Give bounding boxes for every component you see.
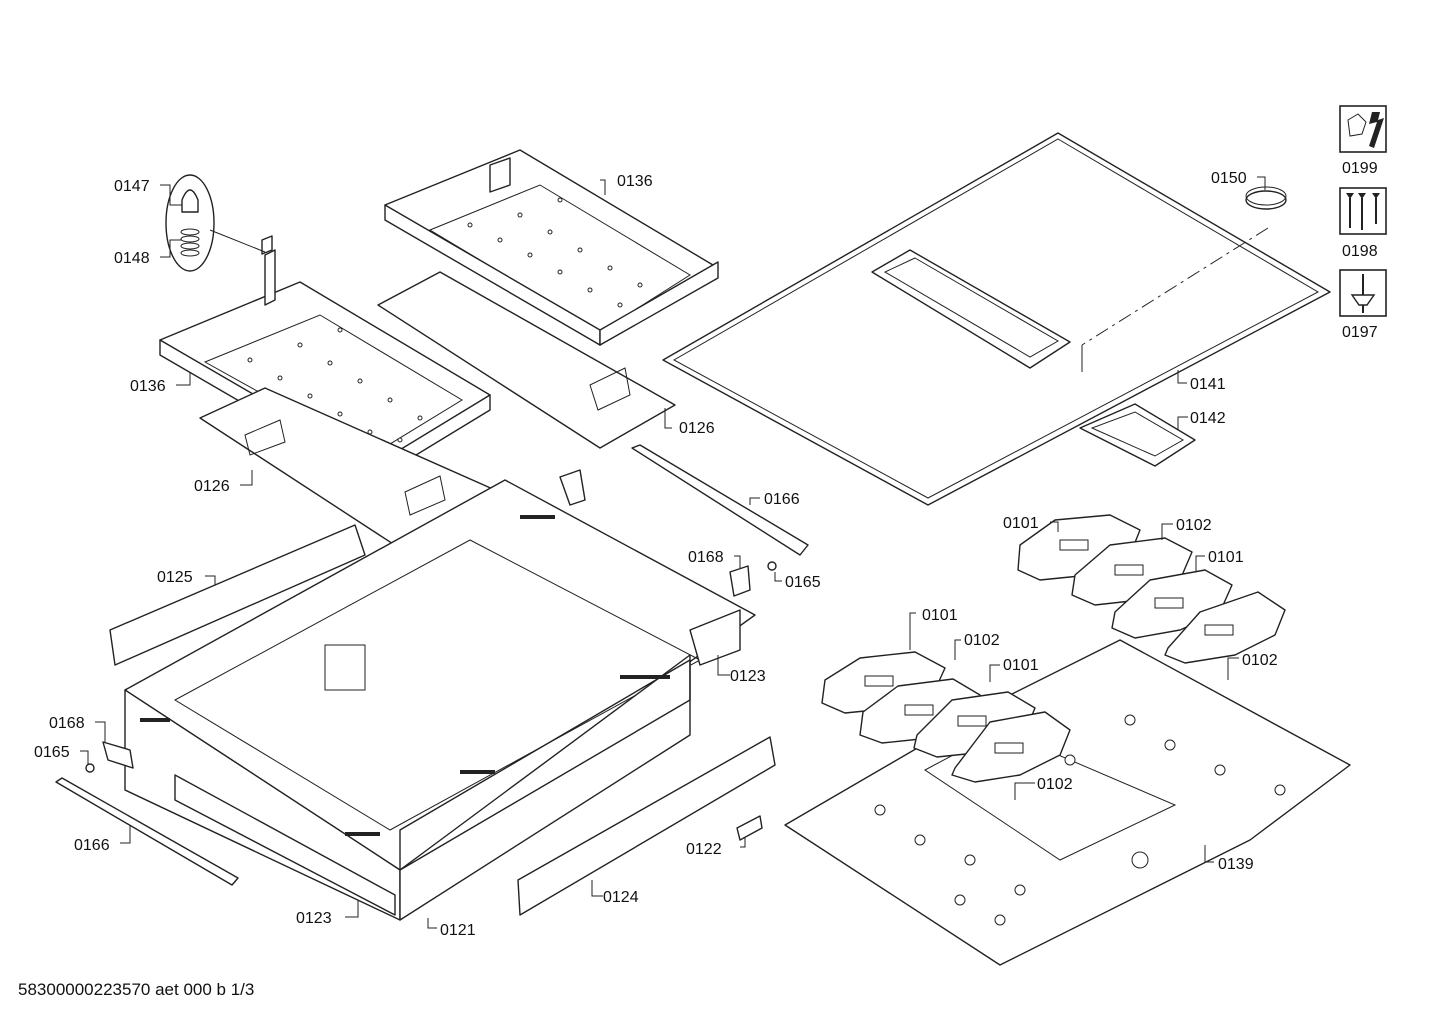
- induction-coil-8[interactable]: [951, 711, 1071, 783]
- callout-0101-b: 0101: [1208, 549, 1244, 566]
- callout-0142: 0142: [1190, 410, 1226, 427]
- housing-frame[interactable]: [124, 479, 756, 921]
- callout-0150: 0150: [1211, 170, 1247, 187]
- callout-0102-a: 0102: [1176, 517, 1212, 534]
- callout-0125: 0125: [157, 569, 193, 586]
- callout-0123-front: 0123: [296, 910, 332, 927]
- callout-0102-c: 0102: [964, 632, 1000, 649]
- cap-part[interactable]: [1245, 186, 1287, 210]
- callout-0147: 0147: [114, 178, 150, 195]
- callout-0148: 0148: [114, 250, 150, 267]
- side-rail-right[interactable]: [517, 736, 776, 916]
- callout-0166-left: 0166: [74, 837, 110, 854]
- screw-0165-right[interactable]: [767, 561, 777, 571]
- screwdriver-icon: [1339, 269, 1387, 317]
- clip-0168-right[interactable]: [729, 565, 751, 597]
- rod-0166-left[interactable]: [55, 777, 239, 886]
- rod-0166-right[interactable]: [631, 444, 809, 556]
- callout-0101-d: 0101: [1003, 657, 1039, 674]
- callout-0165-right: 0165: [785, 574, 821, 591]
- callout-0126-right: 0126: [679, 420, 715, 437]
- clip-0168-left[interactable]: [102, 741, 134, 769]
- bracket-right[interactable]: [689, 609, 741, 666]
- callout-0126-left: 0126: [194, 478, 230, 495]
- callout-0101-c: 0101: [922, 607, 958, 624]
- callout-0139: 0139: [1218, 856, 1254, 873]
- callout-0165-left: 0165: [34, 744, 70, 761]
- tool-code-0198: 0198: [1342, 243, 1378, 260]
- callout-0141: 0141: [1190, 376, 1226, 393]
- screws-icon: [1339, 187, 1387, 235]
- seal-frame[interactable]: [1079, 403, 1196, 467]
- callout-0121: 0121: [440, 922, 476, 939]
- electronic-module-upper[interactable]: [384, 149, 719, 346]
- clip-0122[interactable]: [736, 815, 763, 841]
- induction-coil-4[interactable]: [1164, 591, 1286, 664]
- callout-0136-top: 0136: [617, 173, 653, 190]
- bracket-front[interactable]: [174, 774, 396, 916]
- callout-0122: 0122: [686, 841, 722, 858]
- button-detail[interactable]: [165, 174, 266, 272]
- callout-0101-a: 0101: [1003, 515, 1039, 532]
- leader-lines: [80, 176, 1266, 929]
- screw-0165-left[interactable]: [85, 763, 95, 773]
- tool-code-0199: 0199: [1342, 160, 1378, 177]
- shield-plate-upper[interactable]: [377, 271, 676, 449]
- tool-legend: 0199 0198 0197: [1339, 105, 1387, 341]
- document-id: 58300000223570 aet 000 b 1/3: [18, 980, 255, 999]
- callout-0124: 0124: [603, 889, 639, 906]
- wrench-nut-icon: [1339, 105, 1387, 153]
- callout-0123-right: 0123: [730, 668, 766, 685]
- callout-0168-right: 0168: [688, 549, 724, 566]
- callout-0168-left: 0168: [49, 715, 85, 732]
- callout-0136-left: 0136: [130, 378, 166, 395]
- callout-labels: 0147 0148 0136 0136 0126 0126 0166 0168 …: [34, 170, 1278, 939]
- tool-code-0197: 0197: [1342, 324, 1378, 341]
- glass-ceramic-top[interactable]: [662, 132, 1331, 506]
- side-rail-left[interactable]: [109, 524, 366, 666]
- holder-part[interactable]: [559, 469, 586, 506]
- callout-0102-d: 0102: [1037, 776, 1073, 793]
- callout-0166-right: 0166: [764, 491, 800, 508]
- callout-0102-b: 0102: [1242, 652, 1278, 669]
